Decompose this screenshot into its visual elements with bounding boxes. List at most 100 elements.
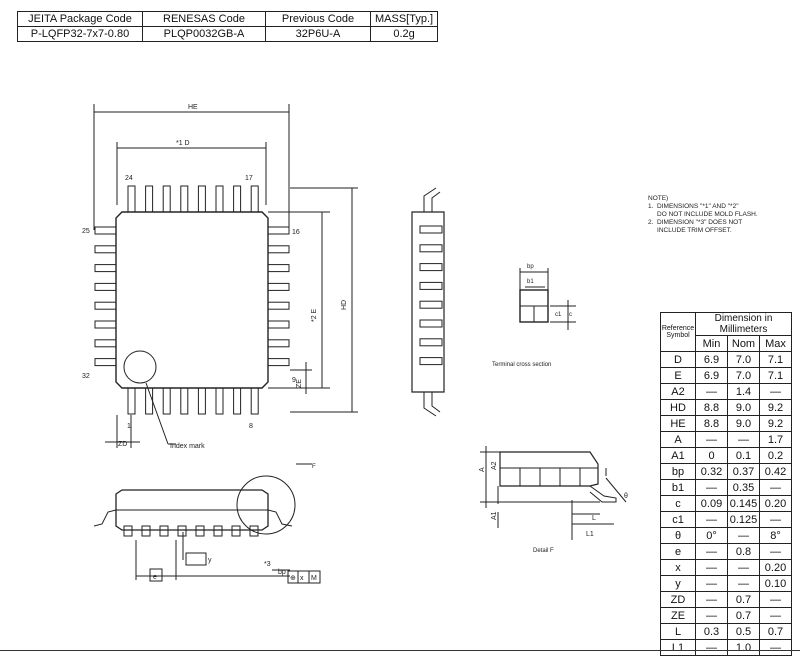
dimension-row: L1—1.0— [660,639,792,656]
min-header: Min [695,335,728,352]
nom-cell: — [727,575,760,592]
index-mark-label: Index mark [170,443,205,450]
nom-cell: — [727,527,760,544]
min-cell: — [695,511,728,528]
notes-block: NOTE)1. DIMENSIONS "*1" AND "*2" DO NOT … [648,195,758,235]
max-cell: — [759,543,792,560]
pin-16-label: 16 [292,229,300,236]
max-cell: 9.2 [759,415,792,432]
a-label: A [479,467,486,472]
max-cell: 1.7 [759,431,792,448]
lead [162,185,171,213]
zd-label: ZD [118,441,127,448]
lead [127,387,136,415]
l-label: L [592,515,596,522]
lead [145,185,154,213]
c-label: c [569,312,572,318]
symbol-cell: θ [660,527,696,544]
min-cell: — [695,431,728,448]
symbol-cell: D [660,351,696,368]
mass-value: 0.2g [369,26,439,42]
dimension-table: Reference Symbol Dimension in Millimeter… [660,312,792,656]
lead [419,338,443,347]
package-code-table: JEITA Package Code RENESAS Code Previous… [17,11,439,42]
lead [177,525,187,537]
note-line-3: 2. DIMENSION "*3" DOES NOT [648,219,743,226]
ze-label: ZE [296,379,303,388]
package-code-value-row: P-LQFP32-7x7-0.80 PLQP0032GB-A 32P6U-A 0… [17,26,439,42]
nom-cell: 0.125 [727,511,760,528]
symbol-cell: c [660,495,696,512]
min-cell: — [695,575,728,592]
min-cell: — [695,383,728,400]
min-cell: 6.9 [695,367,728,384]
star3-label: *3 [264,561,271,568]
pin-1-label: 1 [127,423,131,430]
lead [267,320,290,329]
nom-cell: 9.0 [727,415,760,432]
hd-label: HD [341,300,348,310]
symbol-cell: ZD [660,591,696,608]
e-label: *2 E [311,308,318,322]
nom-cell: 0.1 [727,447,760,464]
nom-cell: 0.7 [727,607,760,624]
max-cell: 0.20 [759,495,792,512]
max-cell: — [759,607,792,624]
lead [419,263,443,272]
lead [180,185,189,213]
symbol-cell: HD [660,399,696,416]
lead [250,185,259,213]
symbol-cell: HE [660,415,696,432]
lead [123,525,133,537]
lead [162,387,171,415]
note-line-2: DO NOT INCLUDE MOLD FLASH. [648,211,758,218]
symbol-cell: A [660,431,696,448]
b1-label: b1 [527,279,534,285]
symbol-cell: ZE [660,607,696,624]
dimension-group-row: Reference Symbol Dimension in Millimeter… [660,312,792,352]
nom-cell: 0.8 [727,543,760,560]
a2-label: A2 [491,461,498,470]
lead [250,387,259,415]
lead [267,339,290,348]
dimension-row: x——0.20 [660,559,792,576]
min-cell: 0 [695,447,728,464]
lead [215,387,224,415]
nom-cell: 1.4 [727,383,760,400]
symbol-cell: A2 [660,383,696,400]
max-cell: 0.7 [759,623,792,640]
lead [159,525,169,537]
e-box-label: e [153,574,157,581]
pin-32-label: 32 [82,373,90,380]
pin-25-label: 25 [82,228,90,235]
max-cell: 7.1 [759,351,792,368]
note-line-1: 1. DIMENSIONS "*1" AND "*2" [648,203,739,210]
lead [180,387,189,415]
min-cell: 0.32 [695,463,728,480]
m-frame-label: M [311,575,317,582]
min-cell: — [695,591,728,608]
lead [267,226,290,235]
lead [267,282,290,291]
nom-cell: — [727,431,760,448]
dimension-group-header: Dimension in Millimeters [695,312,792,336]
lead [197,185,206,213]
pin-17-label: 17 [245,175,253,182]
lead [215,185,224,213]
max-cell: 0.10 [759,575,792,592]
lead [231,525,241,537]
dimension-row: c1—0.125— [660,511,792,528]
nom-cell: 0.7 [727,591,760,608]
lead [197,387,206,415]
max-cell: — [759,479,792,496]
lead [419,244,443,253]
note-title: NOTE) [648,195,669,202]
min-cell: 0° [695,527,728,544]
